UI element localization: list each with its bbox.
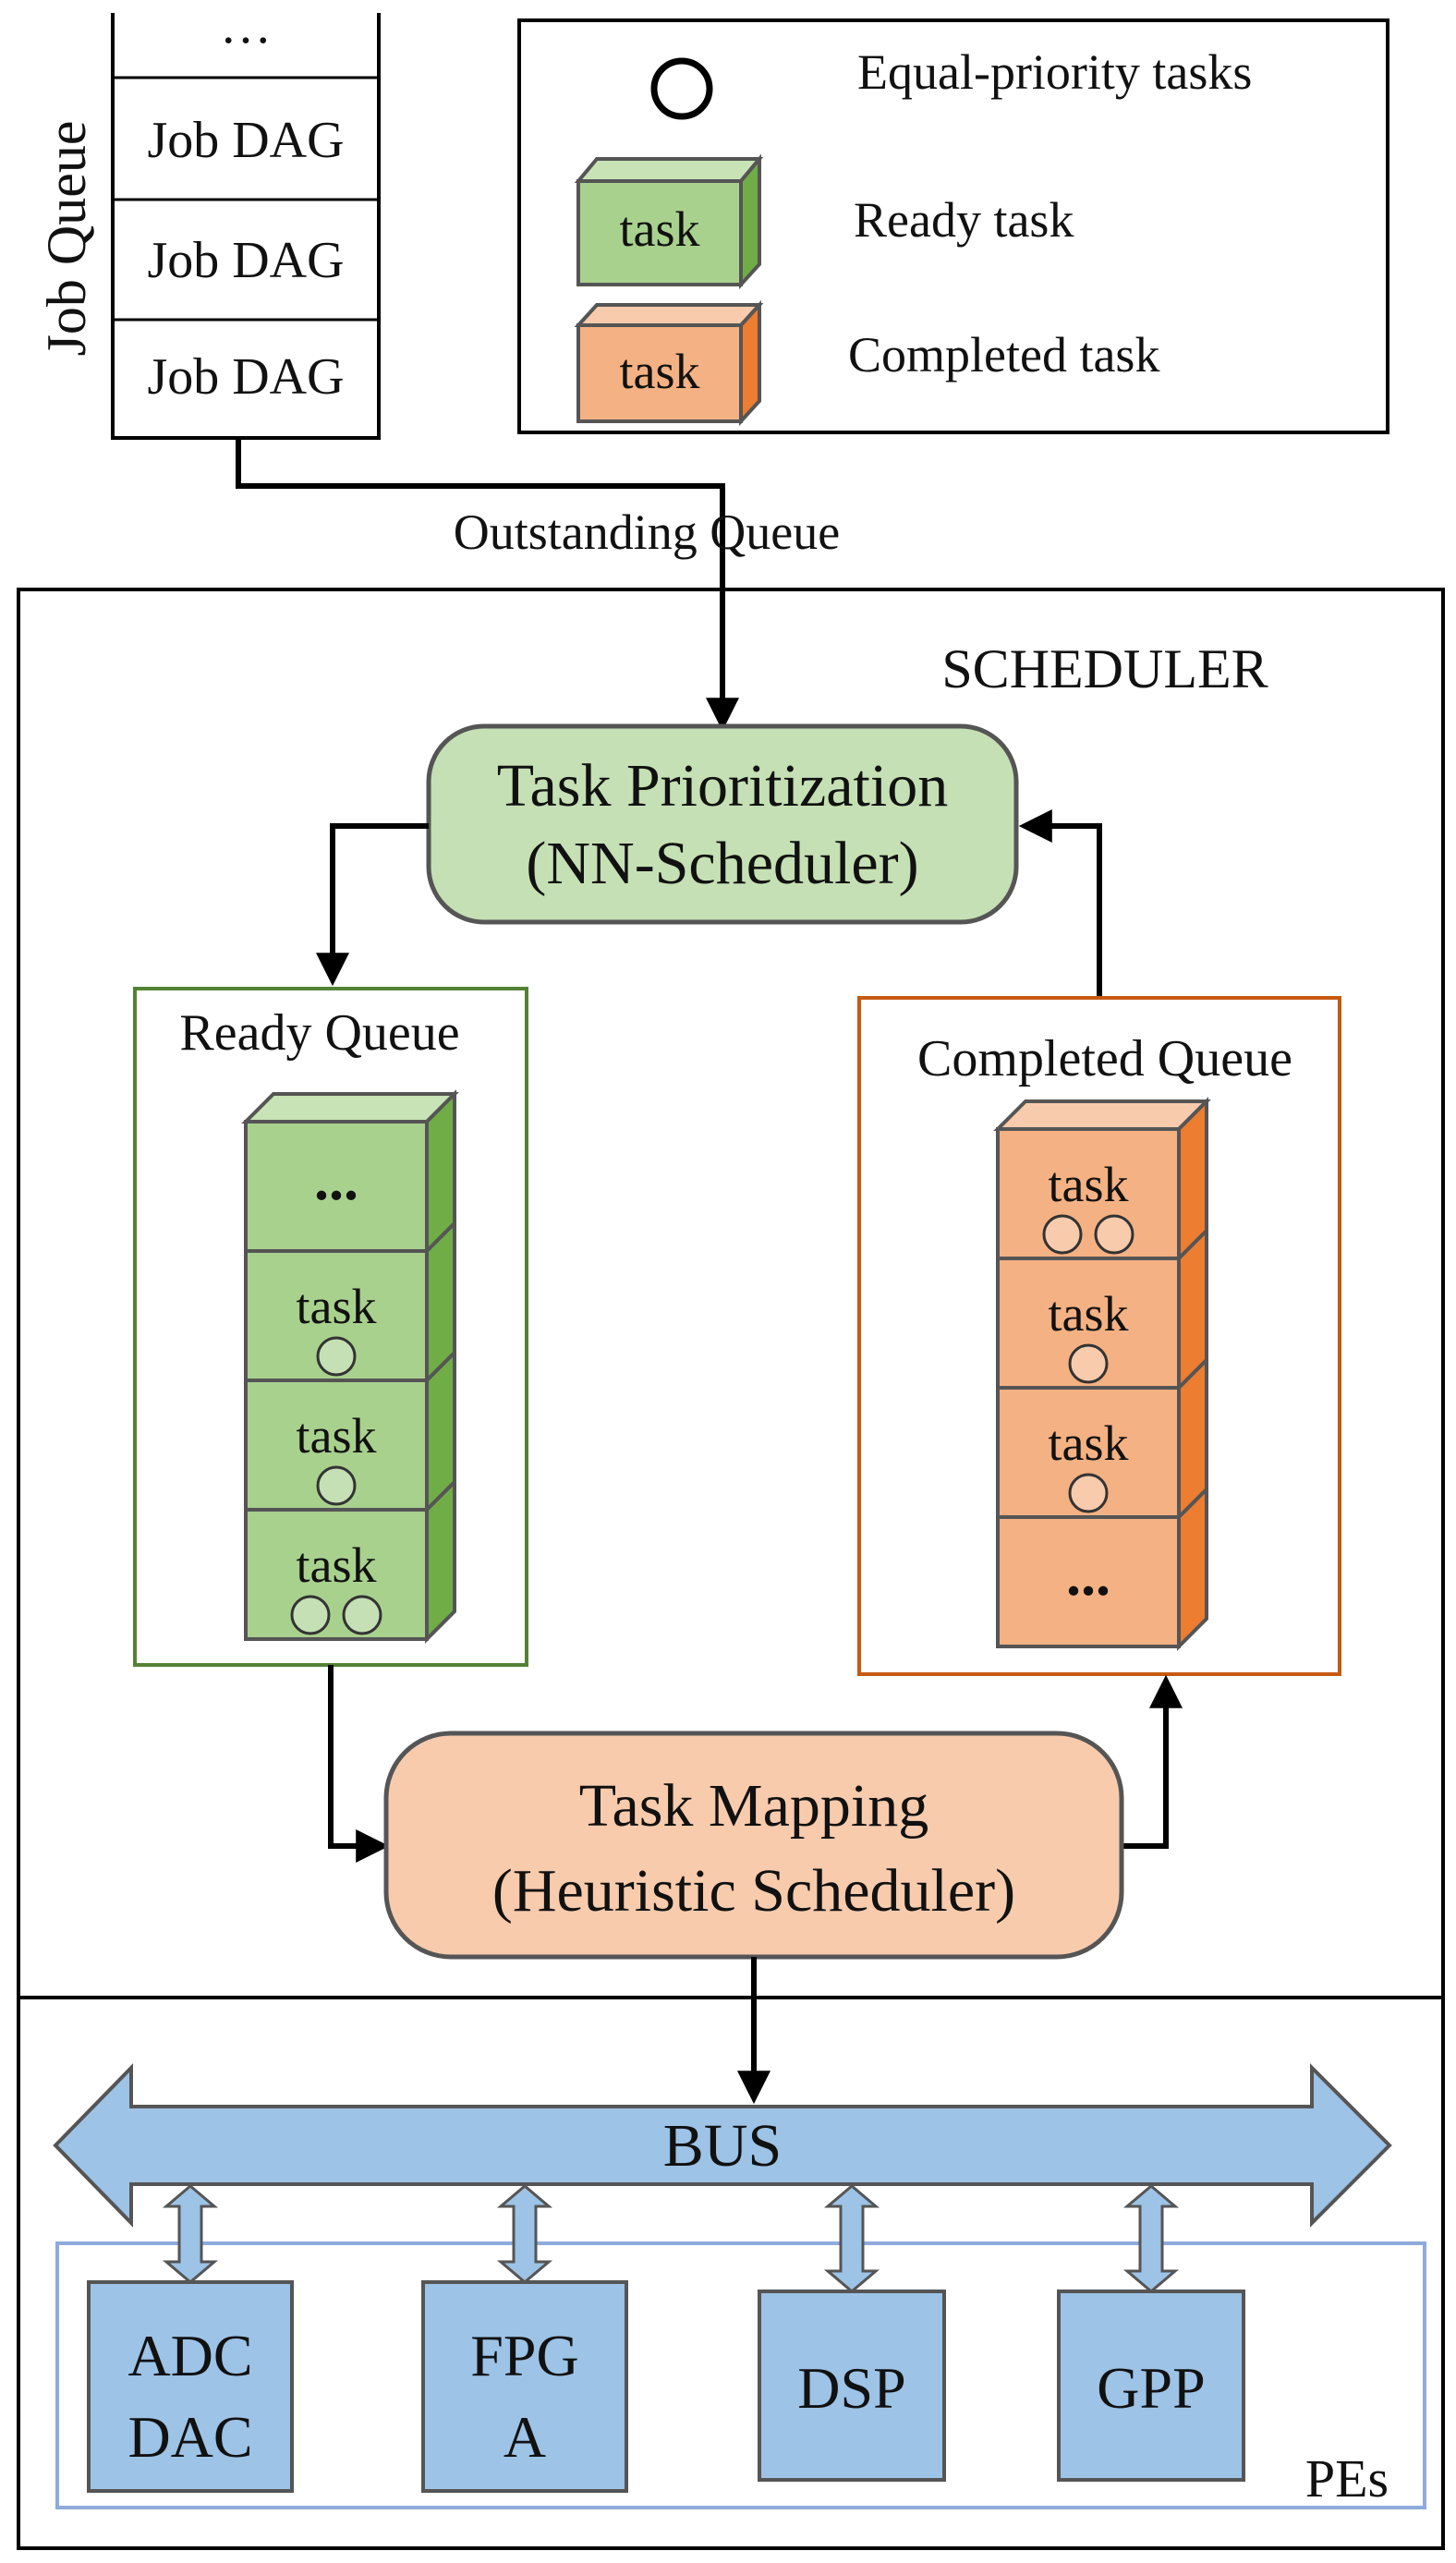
completed-queue-frame <box>857 996 1341 1676</box>
legend-equal-priority-label: Equal-priority tasks <box>857 44 1252 100</box>
pe-label-line2: DAC <box>127 2404 252 2470</box>
completed-task-cube-label: task <box>1049 1157 1129 1212</box>
task-prioritization-line1: Task Prioritization <box>497 752 948 820</box>
equal-priority-node-icon <box>290 1595 331 1635</box>
equal-priority-node-icon <box>1094 1214 1134 1255</box>
task-mapping-line2: (Heuristic Scheduler) <box>492 1857 1015 1925</box>
legend: Equal-priority tasks task Ready task tas… <box>517 18 1389 434</box>
pe-label-line1: DSP <box>797 2355 905 2421</box>
completed-queue-title: Completed Queue <box>917 1030 1292 1087</box>
ready-task-cube: ... <box>241 1089 459 1256</box>
completed-task-stack: task task task... <box>993 1097 1211 1651</box>
ready-task-cube: task <box>244 1219 456 1385</box>
job-queue-ellipsis: … <box>220 0 272 55</box>
equal-priority-node-icon <box>316 1465 357 1506</box>
equal-priority-node-icon <box>316 1336 357 1377</box>
legend-completed-cube-label: task <box>620 344 700 399</box>
ready-task-cube-label: task <box>297 1408 377 1464</box>
ready-to-mapping-arrow <box>328 1665 390 1863</box>
completed-task-cube-label: ... <box>1066 1542 1110 1608</box>
bus-label: BUS <box>663 2112 782 2180</box>
bus: BUS <box>53 2063 1392 2228</box>
completed-task-cube-label: task <box>1049 1415 1129 1471</box>
pe-label-line2: A <box>504 2404 546 2470</box>
pe-bus-connector-icon <box>496 2184 553 2284</box>
pe-box: FPG A <box>421 2280 628 2493</box>
ready-task-stack: ... task task task <box>241 1089 459 1644</box>
pe-bus-connector-icon <box>162 2184 219 2284</box>
task-mapping-node: Task Mapping (Heuristic Scheduler) <box>383 1731 1124 1960</box>
pe-box: ADC DAC <box>87 2280 294 2493</box>
scheduler-title: SCHEDULER <box>941 638 1268 699</box>
ready-task-cube-label: task <box>297 1279 377 1334</box>
ready-queue-title: Ready Queue <box>179 1004 459 1062</box>
completed-to-prioritization-arrow <box>1018 809 1102 998</box>
pe-box: DSP <box>758 2290 946 2482</box>
outstanding-label-backdrop <box>552 499 708 564</box>
pe-bus-connector-icon <box>823 2184 880 2293</box>
prioritization-to-ready-arrow <box>316 823 429 987</box>
pe-label-line1: GPP <box>1097 2355 1205 2421</box>
legend-frame <box>517 18 1389 434</box>
ready-task-cube-icon: task <box>574 153 764 290</box>
job-queue-title: Job Queue <box>36 121 97 357</box>
completed-task-cube: task <box>996 1355 1208 1522</box>
completed-queue: Completed Queue task task task... <box>857 996 1341 1676</box>
pes-group: PEs ADC DAC FPG A DSP GPP <box>55 2184 1426 2509</box>
pe-bus-connector-icon <box>1122 2184 1180 2293</box>
task-prioritization-line2: (NN-Scheduler) <box>526 830 918 897</box>
legend-ready-cube-label: task <box>620 201 700 257</box>
completed-task-cube-label: task <box>1049 1286 1129 1342</box>
pe-boxes: ADC DAC FPG A DSP GPP <box>87 2280 1245 2493</box>
ready-queue: Ready Queue ... task task task <box>133 987 528 1667</box>
pes-label: PEs <box>1305 2448 1389 2508</box>
equal-priority-node-icon <box>342 1595 382 1635</box>
outstanding-queue-label: Outstanding Queue <box>454 504 840 560</box>
completed-task-cube: ... <box>996 1485 1208 1651</box>
pe-box: GPP <box>1057 2290 1245 2482</box>
mapping-to-completed-arrow <box>1120 1674 1183 1849</box>
equal-priority-node-icon <box>1068 1343 1109 1384</box>
completed-task-cube: task <box>993 1097 1211 1263</box>
outstanding-queue-arrow <box>236 440 739 732</box>
equal-priority-node-icon <box>1068 1473 1109 1513</box>
pe-connectors <box>162 2184 1180 2293</box>
ready-task-cube-label: ... <box>314 1147 358 1212</box>
bus-double-arrow-icon <box>53 2063 1392 2228</box>
hardware-frame <box>17 1996 1445 2550</box>
ready-task-cube-label: task <box>297 1537 377 1593</box>
legend-completed-task-label: Completed task <box>848 327 1159 383</box>
pes-frame <box>55 2241 1426 2509</box>
task-mapping-line1: Task Mapping <box>579 1772 929 1840</box>
equal-priority-node-icon <box>1042 1214 1083 1255</box>
task-prioritization-node: Task Prioritization (NN-Scheduler) <box>426 723 1019 925</box>
pe-label-line1: FPG <box>470 2323 578 2388</box>
job-dag-item: Job DAG <box>147 232 344 289</box>
job-queue: Job Queue … Job DAG Job DAG Job DAG <box>36 0 381 440</box>
pe-label-line1: ADC <box>127 2323 252 2388</box>
job-dag-item: Job DAG <box>147 348 344 406</box>
job-dag-item: Job DAG <box>147 112 344 169</box>
equal-priority-circle-icon <box>650 57 713 120</box>
ready-task-cube: task <box>244 1477 456 1644</box>
completed-task-cube-icon: task <box>574 299 764 427</box>
legend-ready-task-label: Ready task <box>854 192 1074 248</box>
